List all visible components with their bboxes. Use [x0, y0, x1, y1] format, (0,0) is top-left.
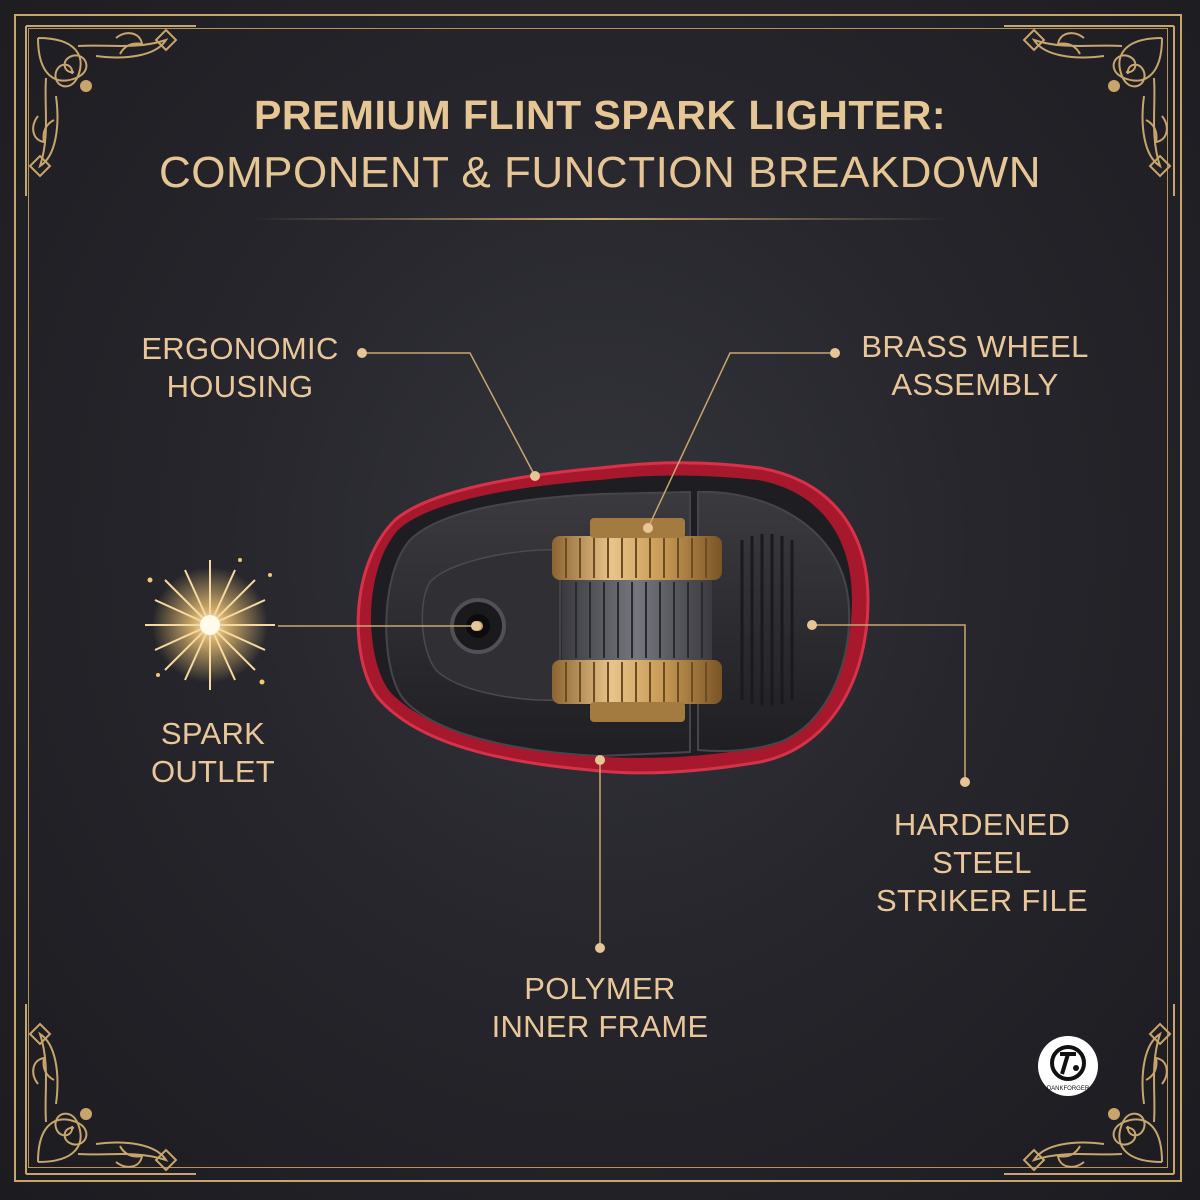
leader-wheel: [647, 352, 835, 529]
title-divider: [250, 218, 950, 220]
page-subtitle: COMPONENT & FUNCTION BREAKDOWN: [158, 148, 1041, 197]
page-title: PREMIUM FLINT SPARK LIGHTER:: [254, 92, 946, 138]
inner-border: [28, 28, 1168, 1168]
corner-ornament-bottom-right: [994, 994, 1184, 1184]
callout-text: SPARK: [160, 716, 266, 751]
dot-housing-start: [357, 348, 367, 358]
callout-text: HARDENED: [893, 807, 1071, 842]
dot-striker-start: [807, 620, 817, 630]
leader-housing: [362, 352, 536, 477]
dot-striker-end: [960, 777, 970, 787]
spark-burst-icon: [145, 558, 275, 690]
brand-logo: DANKFORGER: [1038, 1036, 1098, 1096]
brand-name: DANKFORGER: [1047, 1086, 1090, 1092]
callout-spark-outlet: SPARK OUTLET: [118, 715, 308, 791]
dot-frame-start: [595, 755, 605, 765]
callout-text: POLYMER: [524, 971, 676, 1006]
callout-brass-wheel: BRASS WHEEL ASSEMBLY: [840, 328, 1110, 404]
dot-outlet-end: [471, 621, 481, 631]
callout-text: ERGONOMIC: [141, 331, 339, 366]
dot-wheel-end: [643, 523, 653, 533]
callout-text: STRIKER FILE: [875, 883, 1089, 918]
callout-text: STEEL: [932, 845, 1032, 880]
callout-text: ASSEMBLY: [891, 367, 1059, 402]
callout-text: INNER FRAME: [491, 1009, 709, 1044]
outer-border: [14, 14, 1182, 1182]
callout-text: OUTLET: [150, 754, 276, 789]
corner-ornament-top-left: [16, 16, 206, 206]
callout-striker-file: HARDENED STEEL STRIKER FILE: [862, 806, 1102, 920]
callout-ergonomic-housing: ERGONOMIC HOUSING: [120, 330, 360, 406]
corner-ornament-top-right: [994, 16, 1184, 206]
striker-grooves: [740, 534, 794, 706]
corner-ornament-bottom-left: [16, 994, 206, 1184]
dot-wheel-start: [830, 348, 840, 358]
callout-text: HOUSING: [166, 369, 314, 404]
brass-wheel-assembly: [552, 518, 722, 722]
dot-housing-end: [530, 471, 540, 481]
leader-striker: [812, 624, 966, 782]
callout-text: BRASS WHEEL: [861, 329, 1089, 364]
callout-inner-frame: POLYMER INNER FRAME: [470, 970, 730, 1046]
striker-file-cover: [697, 490, 851, 753]
dot-frame-end: [595, 943, 605, 953]
